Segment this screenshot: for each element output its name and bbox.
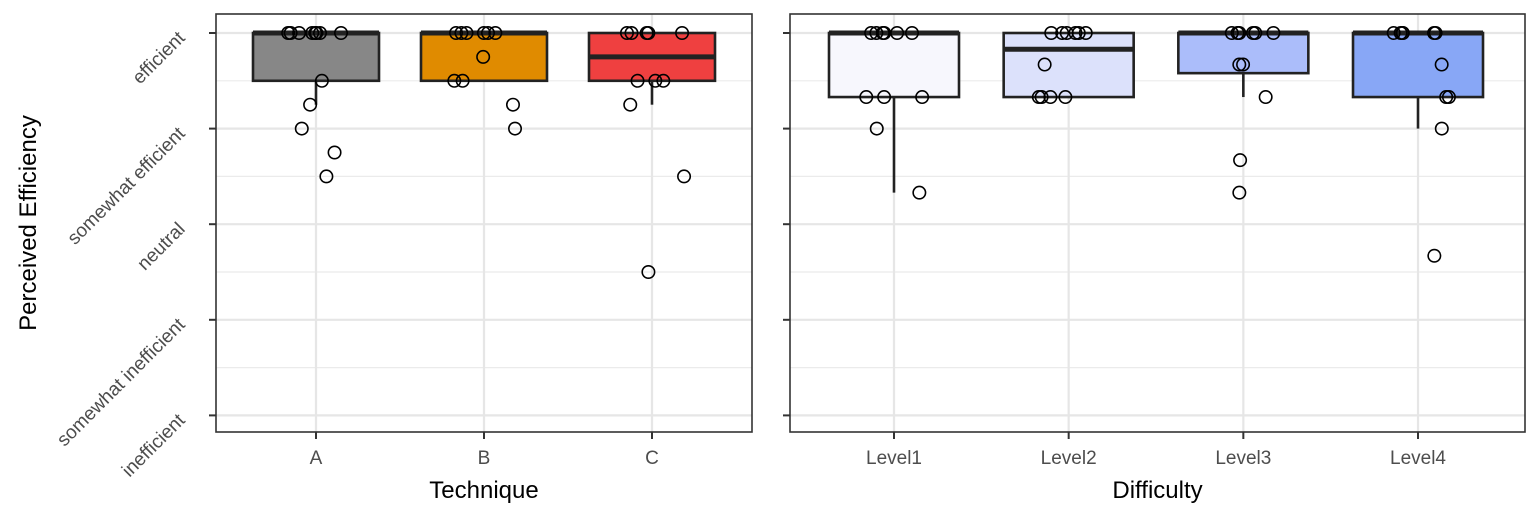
y-axis-title: Perceived Efficiency <box>15 115 42 331</box>
data-point <box>1078 25 1093 40</box>
data-point <box>1434 121 1449 136</box>
data-point <box>488 25 503 40</box>
data-point <box>334 25 349 40</box>
data-point <box>1055 25 1070 40</box>
data-point <box>314 73 329 88</box>
data-point <box>905 25 920 40</box>
data-point <box>869 25 884 40</box>
data-point <box>624 25 639 40</box>
points-Level1 <box>859 25 930 200</box>
points-Level4 <box>1386 25 1456 263</box>
x-tick-label: Level4 <box>1390 448 1446 469</box>
data-point <box>623 97 638 112</box>
x-tick-label: B <box>478 448 491 469</box>
data-point <box>1266 25 1281 40</box>
data-point <box>305 25 320 40</box>
data-point <box>859 90 874 105</box>
points-A <box>281 25 349 184</box>
data-point <box>449 25 464 40</box>
data-point <box>1246 25 1261 40</box>
points-Level2 <box>1031 25 1093 105</box>
data-point <box>677 169 692 184</box>
data-point <box>459 25 474 40</box>
x-tick-label: A <box>310 448 323 469</box>
data-point <box>1427 248 1442 263</box>
data-point <box>1236 57 1251 72</box>
data-point <box>1068 25 1083 40</box>
data-point <box>480 25 495 40</box>
x-tick-label: Level1 <box>866 448 922 469</box>
data-point <box>294 121 309 136</box>
box-body <box>251 31 381 83</box>
data-point <box>1232 25 1247 40</box>
data-point <box>1058 90 1073 105</box>
panel-border <box>789 13 1526 433</box>
data-point <box>327 145 342 160</box>
data-point <box>1258 90 1273 105</box>
points-C <box>619 25 692 279</box>
data-point <box>313 25 328 40</box>
x-tick-label: Level3 <box>1215 448 1271 469</box>
data-point <box>630 73 645 88</box>
data-point <box>675 25 690 40</box>
data-point <box>1233 153 1248 168</box>
data-point <box>454 25 469 40</box>
x-tick-label: C <box>645 448 659 469</box>
data-point <box>303 97 318 112</box>
box-body <box>827 31 961 99</box>
data-point <box>1395 25 1410 40</box>
box-body <box>1351 31 1485 99</box>
data-point <box>1232 57 1247 72</box>
box-Level1 <box>827 30 961 193</box>
box-B <box>419 30 549 83</box>
data-point <box>915 90 930 105</box>
data-point <box>619 25 634 40</box>
data-point <box>505 97 520 112</box>
data-point <box>877 25 892 40</box>
box-body <box>1002 31 1135 99</box>
x-axis-title: Difficulty <box>1112 477 1202 504</box>
data-point <box>476 25 491 40</box>
y-axis-title-group: Perceived Efficiency <box>15 115 42 331</box>
data-point <box>1037 57 1052 72</box>
points-Level3 <box>1224 25 1281 200</box>
data-point <box>447 73 462 88</box>
data-point <box>1386 25 1401 40</box>
data-point <box>1428 25 1443 40</box>
data-point <box>641 264 656 279</box>
data-point <box>281 25 296 40</box>
points-B <box>447 25 523 136</box>
panels-group: A B C Technique Level1 Level2 Level3 Level4Diff… <box>209 13 1526 504</box>
data-point <box>656 73 671 88</box>
data-point <box>476 49 491 64</box>
data-point <box>877 90 892 105</box>
data-point <box>1031 90 1046 105</box>
box-Level4 <box>1351 30 1485 129</box>
data-point <box>1439 90 1454 105</box>
data-point <box>455 73 470 88</box>
data-point <box>639 25 654 40</box>
data-point <box>508 121 523 136</box>
box-body <box>419 31 549 83</box>
data-point <box>309 25 324 40</box>
x-axis-title: Technique <box>429 477 538 504</box>
data-point <box>1434 57 1449 72</box>
panel-1: A B C Technique <box>209 13 753 504</box>
box-Level2 <box>1002 31 1135 99</box>
box-A <box>251 30 381 105</box>
data-point <box>1044 25 1059 40</box>
data-point <box>319 169 334 184</box>
data-point <box>1224 25 1239 40</box>
x-tick-label: Level2 <box>1041 448 1097 469</box>
box-C <box>587 31 717 105</box>
data-point <box>1071 25 1086 40</box>
data-point <box>1232 185 1247 200</box>
data-point <box>912 185 927 200</box>
box-body <box>1177 31 1310 75</box>
data-point <box>648 73 663 88</box>
data-point <box>869 121 884 136</box>
